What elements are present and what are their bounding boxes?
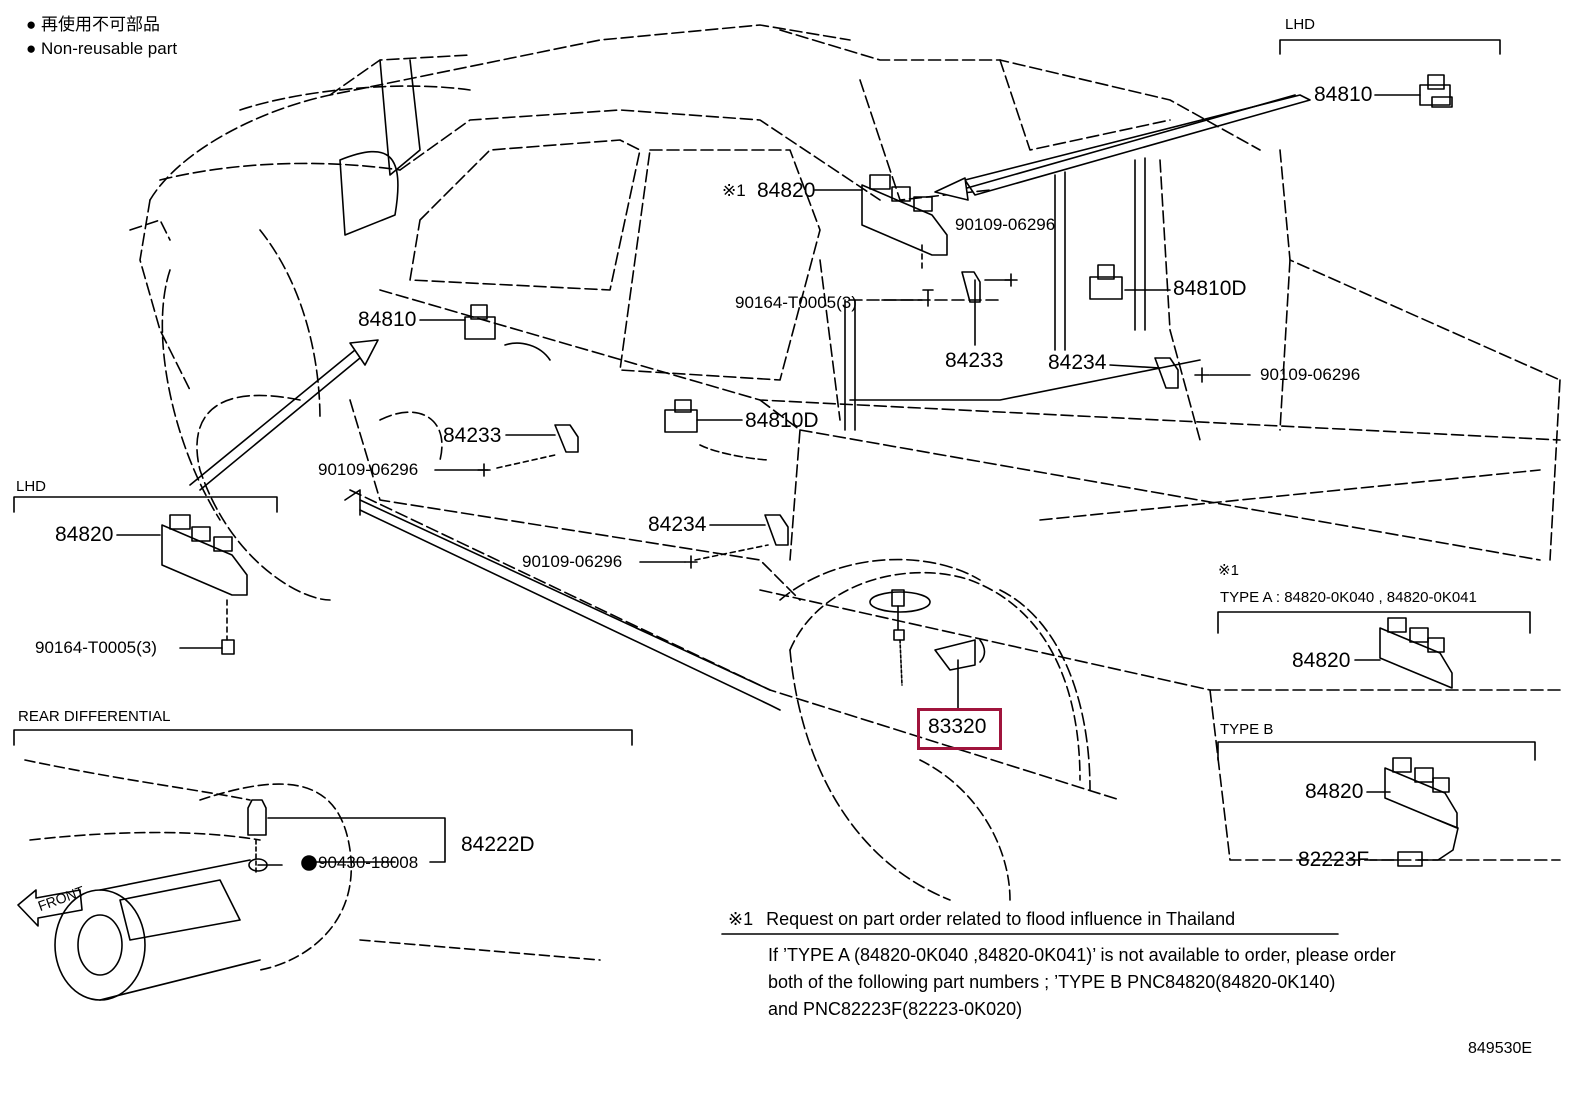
section-rear-differential: REAR DIFFERENTIAL [18, 708, 171, 725]
switch-84820-main [861, 174, 948, 271]
switch-84810d-center [664, 399, 698, 433]
section-type-note-mark: ※1 [1218, 562, 1239, 579]
section-type-a: TYPE A : 84820-0K040 , 84820-0K041 [1220, 589, 1477, 606]
part-label-90109-06296-b[interactable]: 90109-06296 [1260, 365, 1361, 384]
note-heading: ※1 Request on part order related to floo… [728, 910, 1235, 928]
switch-84820-lhd [161, 514, 248, 641]
bracket-84233-left [554, 424, 579, 453]
part-label-82223f[interactable]: 82223F [1298, 848, 1370, 871]
note-line-2: both of the following part numbers ; ’TY… [768, 972, 1336, 992]
non-reusable-dot [301, 855, 317, 871]
part-label-84222d[interactable]: 84222D [461, 833, 535, 856]
bolt-90109-d [684, 555, 698, 569]
bracket-84234-mid [1154, 357, 1179, 389]
part-label-84820-lhd[interactable]: 84820 [55, 523, 114, 546]
note-line-1: If ’TYPE A (84820-0K040 ,84820-0K041)’ i… [768, 945, 1396, 965]
label-leaders [116, 94, 1421, 866]
legend-line-jp: ● 再使用不可部品 [26, 16, 160, 33]
part-label-90109-06296-c[interactable]: 90109-06296 [318, 460, 419, 479]
part-label-84810-left[interactable]: 84810 [358, 308, 417, 331]
leader-arrows [189, 94, 1296, 491]
part-label-84810d-center[interactable]: 84810D [745, 409, 819, 432]
legend-line-en: ● Non-reusable part [26, 40, 177, 57]
bracket-84233-mid [961, 271, 981, 303]
bed-frame-lines [339, 59, 1311, 711]
note-line-3: and PNC82223F(82223-0K020) [768, 999, 1023, 1019]
part-label-90164-t0005-main[interactable]: 90164-T0005(3) [735, 293, 857, 312]
harness-82223f [1397, 819, 1459, 867]
switch-84810-top [1419, 74, 1453, 108]
legend-en-text: Non-reusable part [41, 39, 178, 58]
rear-differential-drawing [17, 759, 601, 1001]
switch-84820-type-a [1379, 617, 1453, 689]
switch-84810d-right [1089, 264, 1123, 300]
part-label-84233-left[interactable]: 84233 [443, 424, 502, 447]
section-lhd-left: LHD [16, 478, 47, 495]
part-glyphs [161, 74, 1459, 876]
gasket-90430 [248, 858, 268, 872]
bolt-90109-b [1194, 367, 1210, 383]
part-label-84820-type-b[interactable]: 84820 [1305, 780, 1364, 803]
part-label-84234-mid[interactable]: 84234 [1048, 351, 1107, 374]
legend-jp-text: 再使用不可部品 [41, 15, 161, 34]
part-label-90430-18008[interactable]: 90430-18008 [318, 853, 419, 872]
part-label-84810d-right[interactable]: 84810D [1173, 277, 1247, 300]
screw-90164 [922, 289, 934, 307]
bolt-90109-c [477, 463, 491, 477]
section-lhd-top: LHD [1285, 16, 1316, 33]
bracket-84234-left [764, 514, 789, 546]
part-label-84820-main[interactable]: 84820 [757, 179, 816, 202]
sensor-83320 [869, 589, 986, 686]
diagram-id: 849530E [1468, 1040, 1533, 1057]
non-reusable-bullet-icon: ● [26, 39, 37, 58]
part-label-84820-type-a[interactable]: 84820 [1292, 649, 1351, 672]
switch-84222d [247, 799, 267, 876]
section-brackets [13, 39, 1536, 935]
switch-84820-type-b [1384, 757, 1458, 829]
part-label-84234-left[interactable]: 84234 [648, 513, 707, 536]
note-mark: ※1 [728, 909, 754, 929]
truck-body-outline [129, 24, 1561, 901]
part-label-90164-t0005-lhd[interactable]: 90164-T0005(3) [35, 638, 157, 657]
bolt-90109-a [1004, 273, 1018, 287]
wheel-arch [789, 571, 1081, 901]
highlight-box-83320 [917, 708, 1002, 750]
section-type-b: TYPE B [1220, 721, 1274, 738]
part-label-84810-top[interactable]: 84810 [1314, 83, 1373, 106]
part-label-90109-06296-d[interactable]: 90109-06296 [522, 552, 623, 571]
note-mark-84820: ※1 [722, 181, 746, 200]
switch-84810-left [464, 304, 496, 340]
part-label-90109-06296-a[interactable]: 90109-06296 [955, 215, 1056, 234]
non-reusable-bullet-icon: ● [26, 15, 37, 34]
screw-90164-lhd [221, 639, 235, 655]
part-label-83320[interactable]: 83320 [928, 715, 987, 738]
note-title: Request on part order related to flood i… [766, 909, 1236, 929]
part-label-84233-mid[interactable]: 84233 [945, 349, 1004, 372]
